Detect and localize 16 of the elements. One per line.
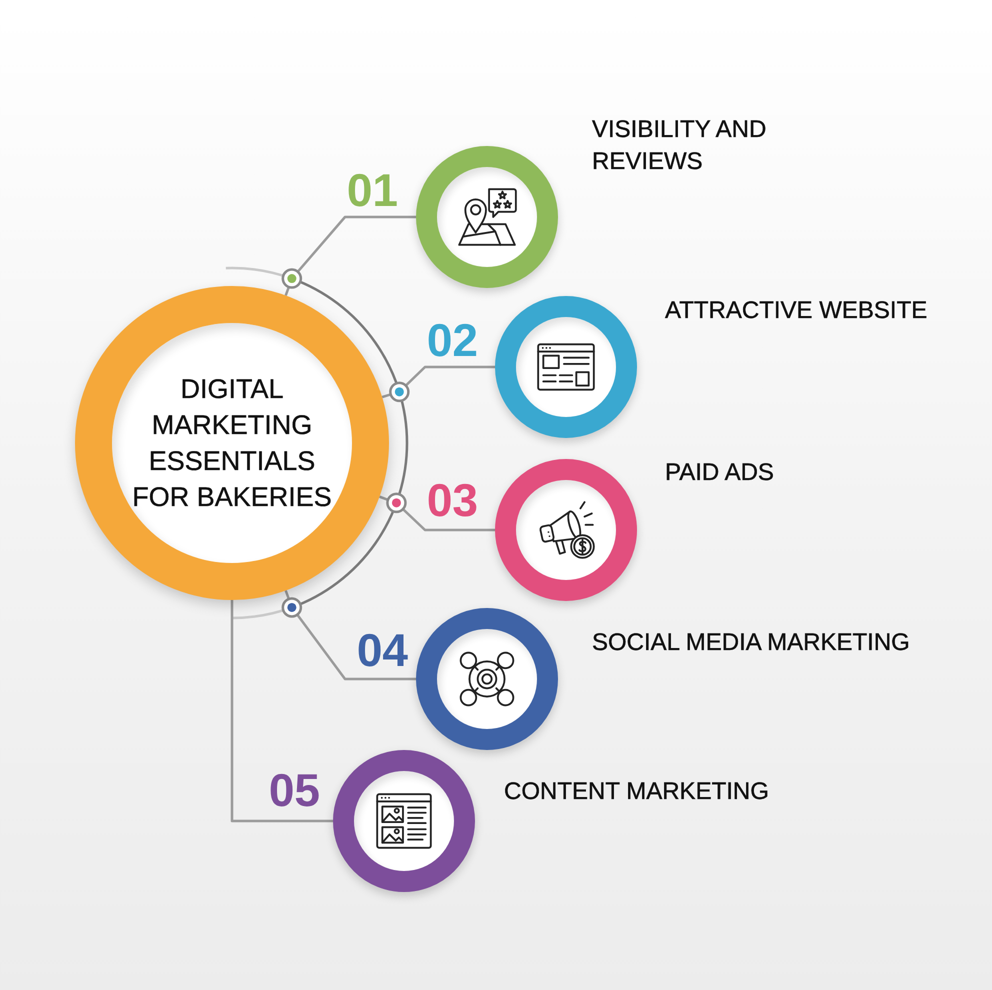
connector-line [284,590,416,680]
connector-line [284,216,416,296]
step-number: 01 [346,167,398,213]
hub-title: DIGITAL MARKETING ESSENTIALS FOR BAKERIES [131,373,333,514]
step-number: 04 [356,627,408,673]
step-title: CONTENT MARKETING [504,777,770,807]
step-title: ATTRACTIVE WEBSITE [665,296,928,326]
connector-line [379,496,495,532]
step-title: VISIBILITY AND REVIEWS [592,115,768,177]
step-number: 02 [426,317,478,363]
connector-line [230,600,333,822]
step-number: 03 [426,477,478,523]
connector-line [382,366,495,398]
step-title: SOCIAL MEDIA MARKETING [592,628,911,658]
step-number: 05 [268,767,320,813]
step-title: PAID ADS [665,458,775,488]
